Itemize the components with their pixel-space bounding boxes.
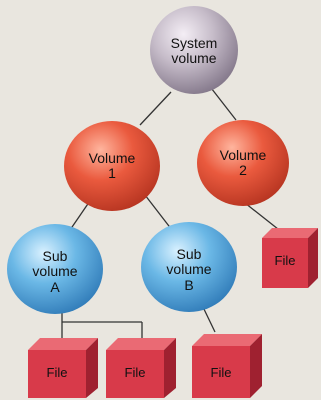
file-v2-label: File: [274, 253, 296, 268]
file-b1-box: [192, 334, 262, 398]
sub-volume-b-label: Sub volume B: [166, 246, 212, 293]
connector-system-volume2: [207, 83, 237, 121]
system-volume-label: System volume: [170, 35, 218, 67]
sub-volume-a-sphere: [7, 224, 103, 314]
system-volume-sphere: [150, 6, 238, 94]
volume-1-sphere: [64, 121, 160, 211]
connector-volume1-subb: [144, 194, 173, 231]
file-b1-label: File: [210, 365, 232, 380]
volume-2-label: Volume 2: [219, 147, 267, 179]
file-v2-box: [262, 228, 318, 288]
volume-2-sphere: [197, 120, 289, 206]
connector-system-volume1: [139, 91, 172, 126]
sub-volume-b-sphere: [141, 222, 237, 312]
file-a1-label: File: [46, 365, 68, 380]
sub-volume-a-label: Sub volume A: [32, 248, 78, 295]
file-a2-label: File: [124, 365, 146, 380]
file-a2-box: [106, 338, 176, 398]
volume-1-label: Volume 1: [88, 150, 136, 182]
file-a1-box: [28, 338, 98, 398]
